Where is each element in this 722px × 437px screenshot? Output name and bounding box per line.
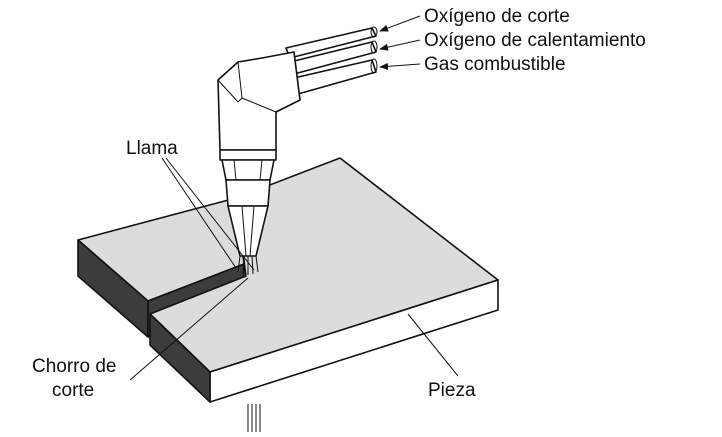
leader-chorro xyxy=(129,277,249,381)
torch-nut xyxy=(221,159,275,181)
workpiece xyxy=(77,157,499,432)
leader-lines xyxy=(129,157,459,381)
torch-nozzle-upper xyxy=(225,179,271,207)
gas-arrows xyxy=(379,15,421,70)
jet-below-plate xyxy=(247,404,261,432)
torch-collar xyxy=(219,149,277,161)
leader-llama-1 xyxy=(161,157,237,269)
label-gas-combustible: Gas combustible xyxy=(424,54,566,75)
label-chorro-line1: Chorro de xyxy=(32,356,117,377)
arrow-oxigeno-corte xyxy=(379,15,421,32)
label-oxigeno-corte: Oxígeno de corte xyxy=(424,6,570,27)
label-chorro-line2: corte xyxy=(52,380,94,401)
arrow-gas-combustible xyxy=(379,62,421,70)
leader-pieza xyxy=(407,313,459,377)
arrow-oxigeno-calentamiento xyxy=(379,39,421,51)
leader-llama-2 xyxy=(165,157,255,271)
flame xyxy=(237,255,259,275)
torch-head xyxy=(217,51,301,151)
plate-right-left-face xyxy=(149,313,211,403)
label-llama: Llama xyxy=(126,138,178,159)
label-pieza: Pieza xyxy=(428,380,476,401)
gas-tubes xyxy=(285,26,378,95)
labels: Oxígeno de corte Oxígeno de calentamient… xyxy=(32,6,646,401)
cutting-torch xyxy=(217,51,301,275)
label-oxigeno-calentamiento: Oxígeno de calentamiento xyxy=(424,30,646,51)
